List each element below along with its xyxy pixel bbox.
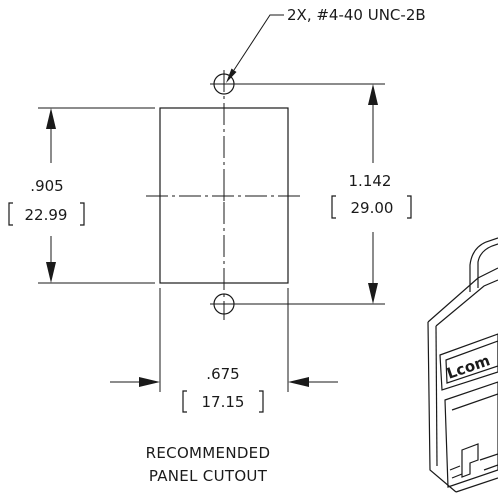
hole-callout: 2X, #4-40 UNC-2B <box>226 6 426 83</box>
caption-line-1: RECOMMENDED <box>146 444 271 462</box>
jack-top-face-inner <box>435 279 498 327</box>
hole-callout-text: 2X, #4-40 UNC-2B <box>287 6 426 24</box>
jack-bottom-edge <box>455 477 498 493</box>
keystone-jack-isometric-view: Lcom <box>427 237 498 493</box>
spacing-mm-bracket-left <box>331 195 336 219</box>
jack-logo-text: Lcom <box>444 351 492 382</box>
jack-rear-tab-edge <box>477 243 498 288</box>
jack-front-face-inner-edge <box>435 325 438 467</box>
callout-leader-arrowhead <box>226 68 237 83</box>
width-dimension: .675 17.15 <box>110 288 338 413</box>
jack-logo-plate <box>439 333 498 391</box>
height-arrow-bottom <box>46 262 56 283</box>
jack-port-opening <box>444 381 498 488</box>
jack-rear-tab <box>469 237 498 292</box>
spacing-dimension-inches: 1.142 <box>349 172 392 190</box>
jack-port-inner <box>451 393 498 411</box>
width-mm-bracket-right <box>259 390 264 413</box>
spacing-dimension-mm: 29.00 <box>351 199 394 217</box>
jack-port-contacts <box>449 453 498 479</box>
jack-logo-plate-inner <box>445 340 498 384</box>
hole-spacing-dimension: 1.142 29.00 <box>236 83 412 305</box>
spacing-mm-bracket-right <box>407 195 412 219</box>
height-mm-bracket-left <box>8 202 13 226</box>
height-dimension-mm: 22.99 <box>25 206 68 224</box>
width-arrow-right <box>288 377 309 387</box>
height-arrow-top <box>46 108 56 129</box>
width-arrow-left <box>139 377 160 387</box>
width-dimension-mm: 17.15 <box>202 393 245 411</box>
spacing-arrow-bottom <box>368 283 378 304</box>
width-mm-bracket-left <box>182 390 187 413</box>
jack-front-face-left-edge <box>427 321 457 493</box>
caption-line-2: PANEL CUTOUT <box>149 467 268 485</box>
height-dimension-inches: .905 <box>30 177 63 195</box>
drawing-caption: RECOMMENDED PANEL CUTOUT <box>146 444 271 485</box>
callout-leader-line <box>233 14 284 71</box>
jack-top-face <box>427 267 498 323</box>
spacing-arrow-top <box>368 84 378 105</box>
height-dimension: .905 22.99 <box>8 107 155 284</box>
width-dimension-inches: .675 <box>206 365 239 383</box>
center-lines <box>146 70 302 320</box>
jack-port-latch-slot <box>461 443 479 478</box>
height-mm-bracket-right <box>80 202 85 226</box>
